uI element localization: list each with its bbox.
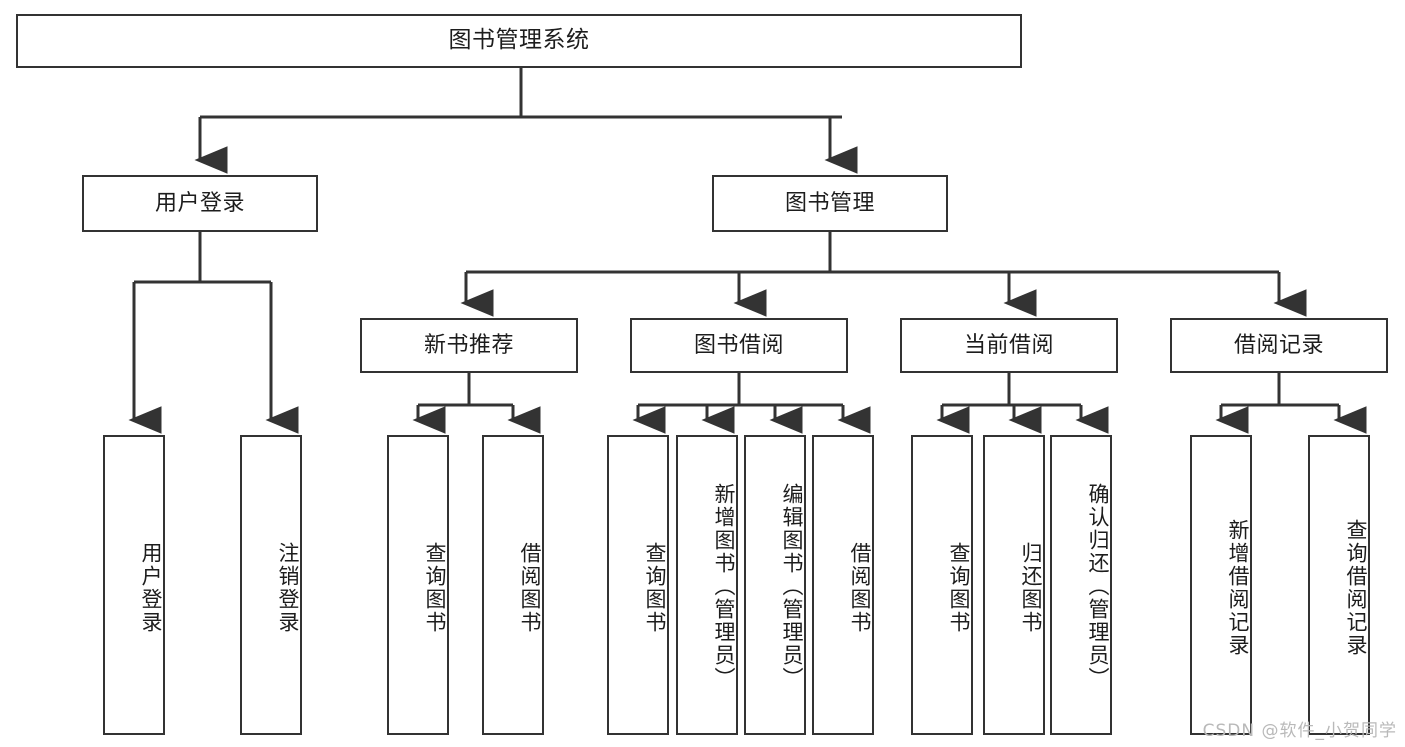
node-label: 图书管理系统 bbox=[448, 27, 590, 54]
leaf-confirm-return-admin[interactable]: 确认归还（管理员） bbox=[1050, 435, 1112, 735]
leaf-query-borrow-record[interactable]: 查询借阅记录 bbox=[1308, 435, 1370, 735]
leaf-query-book-current[interactable]: 查询图书 bbox=[911, 435, 973, 735]
node-label: 查询图书 bbox=[423, 542, 447, 634]
csdn-watermark: CSDN @软件_小贺同学 bbox=[1202, 721, 1397, 741]
leaf-query-book-borrow[interactable]: 查询图书 bbox=[607, 435, 669, 735]
node-user-login[interactable]: 用户登录 bbox=[82, 175, 318, 232]
node-current-borrow[interactable]: 当前借阅 bbox=[900, 318, 1118, 373]
node-label: 编辑图书（管理员） bbox=[780, 482, 804, 690]
leaf-query-book-recommendation[interactable]: 查询图书 bbox=[387, 435, 449, 735]
node-borrow-record[interactable]: 借阅记录 bbox=[1170, 318, 1388, 373]
leaf-user-login[interactable]: 用户登录 bbox=[103, 435, 165, 735]
node-label: 新增图书（管理员） bbox=[712, 482, 736, 690]
node-label: 新书推荐 bbox=[423, 332, 514, 358]
node-label: 归还图书 bbox=[1019, 542, 1043, 634]
leaf-return-book[interactable]: 归还图书 bbox=[983, 435, 1045, 735]
node-label: 用户登录 bbox=[139, 542, 163, 634]
node-label: 确认归还（管理员） bbox=[1086, 482, 1110, 690]
leaf-logout-login[interactable]: 注销登录 bbox=[240, 435, 302, 735]
leaf-add-borrow-record[interactable]: 新增借阅记录 bbox=[1190, 435, 1252, 735]
leaf-add-book-admin[interactable]: 新增图书（管理员） bbox=[676, 435, 738, 735]
node-label: 查询图书 bbox=[643, 542, 667, 634]
node-label: 借阅记录 bbox=[1233, 332, 1324, 358]
node-label: 当前借阅 bbox=[963, 332, 1054, 358]
node-label: 借阅图书 bbox=[518, 542, 542, 634]
leaf-edit-book-admin[interactable]: 编辑图书（管理员） bbox=[744, 435, 806, 735]
leaf-borrow-book-recommendation[interactable]: 借阅图书 bbox=[482, 435, 544, 735]
node-label: 用户登录 bbox=[154, 190, 245, 216]
node-label: 借阅图书 bbox=[848, 542, 872, 634]
node-new-book-recommendation[interactable]: 新书推荐 bbox=[360, 318, 578, 373]
node-label: 查询借阅记录 bbox=[1344, 519, 1368, 657]
node-label: 新增借阅记录 bbox=[1226, 519, 1250, 657]
node-root-system[interactable]: 图书管理系统 bbox=[16, 14, 1022, 68]
node-label: 图书管理 bbox=[784, 190, 875, 216]
node-label: 注销登录 bbox=[276, 542, 300, 634]
node-label: 查询图书 bbox=[947, 542, 971, 634]
node-label: 图书借阅 bbox=[693, 332, 784, 358]
node-book-manage[interactable]: 图书管理 bbox=[712, 175, 948, 232]
leaf-borrow-book[interactable]: 借阅图书 bbox=[812, 435, 874, 735]
node-book-borrow[interactable]: 图书借阅 bbox=[630, 318, 848, 373]
